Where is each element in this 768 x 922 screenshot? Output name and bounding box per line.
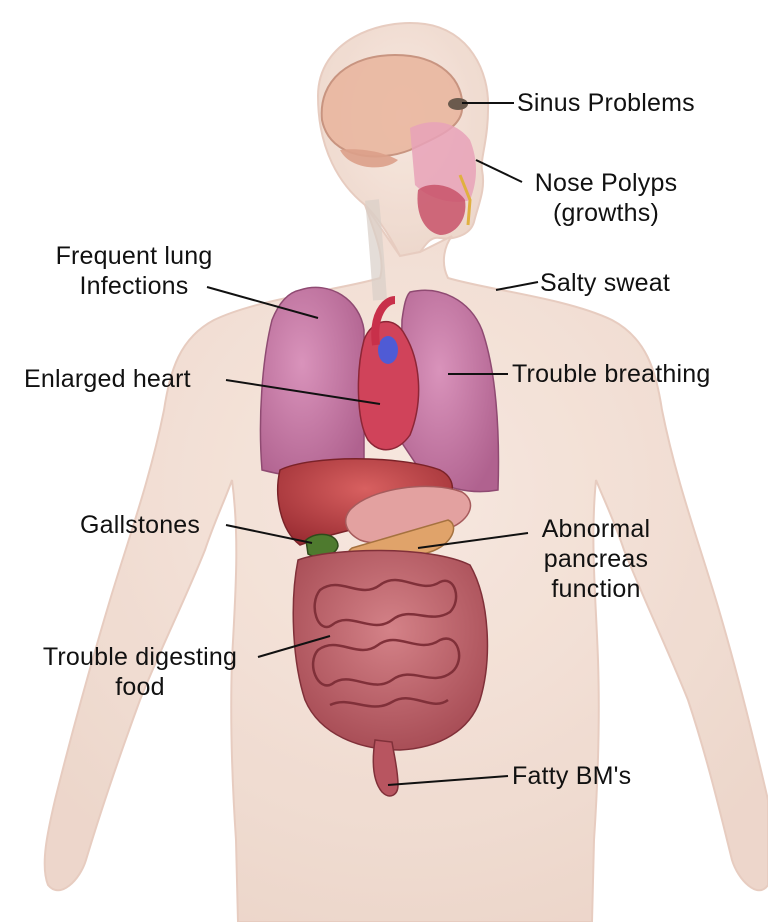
aorta	[371, 296, 396, 346]
label-pancreas-line2: pancreas	[543, 545, 649, 573]
leader-digest	[257, 635, 331, 658]
label-frequent-lung-infections: Frequent lung Infections	[36, 241, 232, 301]
label-nose-polyps-line2: (growths)	[553, 199, 659, 227]
label-pancreas-line1: Abnormal	[541, 515, 651, 543]
cerebellum	[340, 149, 398, 168]
leader-sweat	[495, 281, 539, 291]
label-digest-line2: food	[115, 673, 165, 701]
label-trouble-digesting-food: Trouble digesting food	[20, 642, 260, 702]
label-enlarged-heart: Enlarged heart	[24, 365, 191, 393]
right-lung	[259, 286, 365, 479]
label-sinus-problems: Sinus Problems	[517, 89, 695, 117]
label-lung-line1: Frequent lung	[55, 242, 213, 270]
leader-lines	[206, 102, 539, 786]
label-lung-line2: Infections	[79, 272, 189, 300]
leader-nose	[475, 159, 523, 183]
leader-heart	[225, 379, 381, 405]
leader-bm	[387, 775, 509, 786]
intestines	[292, 549, 489, 797]
heart-vessel	[378, 336, 398, 364]
label-pancreas-line3: function	[551, 575, 641, 603]
trachea	[365, 199, 387, 301]
label-trouble-breathing: Trouble breathing	[512, 360, 711, 388]
label-abnormal-pancreas-function: Abnormal pancreas function	[526, 514, 666, 604]
label-gallstones: Gallstones	[80, 511, 201, 539]
leader-gallstones	[225, 524, 313, 544]
label-salty-sweat: Salty sweat	[540, 269, 671, 297]
nasal-cavity	[410, 98, 476, 235]
label-nose-polyps: Nose Polyps (growths)	[520, 168, 692, 228]
label-nose-polyps-line1: Nose Polyps	[534, 169, 678, 197]
left-lung	[399, 289, 500, 493]
leader-pancreas	[417, 532, 529, 549]
leader-lung	[206, 286, 319, 319]
heart	[357, 320, 420, 451]
label-fatty-bms: Fatty BM's	[512, 762, 632, 790]
label-digest-line1: Trouble digesting	[42, 643, 238, 671]
